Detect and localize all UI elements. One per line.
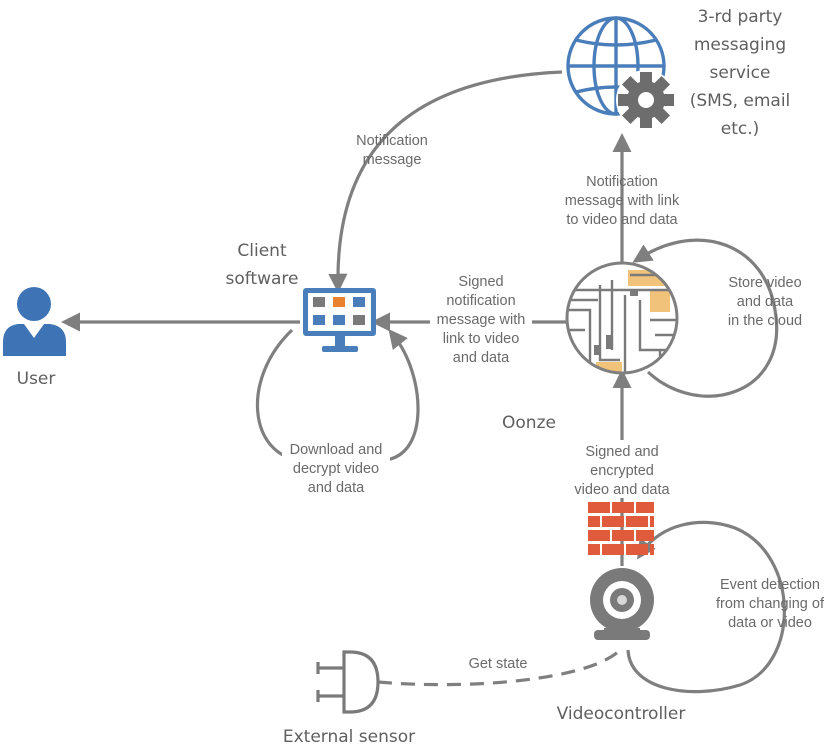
edge-label-line: and data [737, 294, 794, 310]
edge-label-line: notification [446, 293, 515, 309]
edge-label-get-state: Get state [469, 656, 528, 672]
edge-label-line: video and data [574, 482, 670, 498]
client-label-line: software [225, 269, 298, 289]
service-label-line: messaging [694, 35, 786, 55]
edge-label-line: from changing of [716, 596, 825, 612]
arrow-oonze-loop [632, 238, 779, 398]
edge-label-line: decrypt video [293, 461, 379, 477]
edge-label-line: link to video [443, 331, 520, 347]
edge-label-line: Notification [586, 174, 658, 190]
service-label: 3-rd party messaging service (SMS, email… [690, 7, 791, 139]
plug-icon [316, 650, 380, 714]
edge-label-line: Notification [356, 133, 428, 149]
edge-label-line: and data [308, 480, 365, 496]
client-label: Client software [225, 241, 298, 289]
brick-wall-icon [588, 502, 654, 555]
client-label-line: Client [237, 241, 287, 261]
edge-label-event-detection: Event detection from changing of data or… [716, 577, 825, 631]
gear-icon [616, 70, 676, 130]
edge-label-signed-notification: Signed notification message with link to… [430, 268, 532, 370]
edge-label-store-cloud: Store video and data in the cloud [728, 275, 802, 329]
arrow-sensor-to-video [377, 648, 622, 687]
service-label-line: etc.) [721, 119, 760, 139]
service-label-line: (SMS, email [690, 91, 791, 111]
service-label-line: service [710, 63, 771, 83]
edge-label-line: message with [437, 312, 526, 328]
edge-label-line: Signed and [585, 444, 658, 460]
oonze-label: Oonze [502, 413, 556, 433]
edge-label-line: message with link [565, 193, 680, 209]
edge-label-download-decrypt: Download and decrypt video and data [282, 438, 390, 496]
monitor-icon [303, 288, 376, 352]
edge-label-line: Event detection [720, 577, 820, 593]
edge-label-line: data or video [728, 615, 812, 631]
edge-label-signed-encrypted: Signed and encrypted video and data [570, 440, 674, 498]
edge-label-line: Download and [290, 442, 383, 458]
user-icon [3, 287, 66, 356]
arrow-service-to-client [328, 70, 563, 293]
edge-label-line: in the cloud [728, 313, 802, 329]
edge-label-line: to video and data [566, 212, 678, 228]
edge-label-notification-with-link: Notification message with link to video … [565, 174, 680, 228]
edge-label-line: encrypted [590, 463, 654, 479]
city-map-icon [565, 261, 679, 375]
edge-label-line: and data [453, 350, 510, 366]
videocontroller-label: Videocontroller [557, 704, 686, 724]
user-label: User [17, 369, 56, 389]
edge-label-line: Signed [458, 274, 503, 290]
arrow-video-loop [626, 520, 786, 694]
edge-label-line: Store video [728, 275, 801, 291]
service-label-line: 3-rd party [698, 7, 783, 27]
webcam-icon [590, 568, 654, 640]
connectors [61, 70, 786, 694]
edge-label-line: message [363, 152, 422, 168]
globe-gear-icon [566, 16, 676, 130]
sensor-label: External sensor [283, 727, 415, 747]
edge-label-notification-message: Notification message [356, 133, 428, 168]
